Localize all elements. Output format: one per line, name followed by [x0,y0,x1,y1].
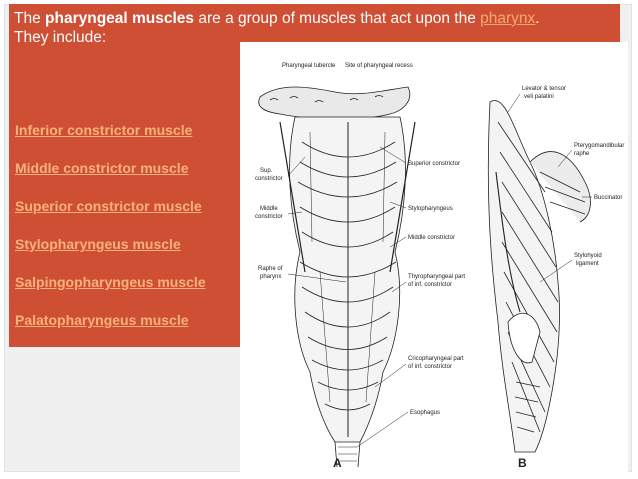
anatomy-illustration: Pharyngeal tubercle Site of pharyngeal r… [255,63,624,470]
leader-lines-b [507,93,592,283]
list-item: Inferior constrictor muscle [15,122,192,140]
label-raphe-2: pharynx [260,274,281,280]
intro-middle: are a group of muscles that act upon the [194,10,481,27]
label-middle-constrictor-1: Middle [260,206,278,212]
stylopharyngeus-link[interactable]: Stylopharyngeus muscle [15,236,181,252]
intro-suffix: . [535,10,540,27]
panel-letter-b: B [518,456,527,470]
label-thyro-2: of inf. constrictor [408,282,452,288]
label-ptery-2: raphe [574,151,590,157]
palatopharyngeus-link[interactable]: Palatopharyngeus muscle [15,312,189,328]
pharynx-link[interactable]: pharynx [480,10,536,27]
list-item: Superior constrictor muscle [15,198,202,216]
label-crico-1: Cricopharyngeal part [408,356,464,362]
label-middle-constrictor: Middle constrictor [408,235,455,241]
panel-letter-a: A [333,456,342,470]
list-item: Palatopharyngeus muscle [15,312,189,330]
intro-bold-term: pharyngeal muscles [45,10,195,27]
label-site-recess: Site of pharyngeal recess [345,63,413,69]
salpingopharyngeus-link[interactable]: Salpingopharyngeus muscle [15,274,206,290]
list-item: Stylopharyngeus muscle [15,236,181,254]
intro-text: The pharyngeal muscles are a group of mu… [14,9,614,47]
label-raphe-1: Raphe of [258,266,283,272]
label-crico-2: of inf. constrictor [408,364,452,370]
label-stylopharyngeus: Stylopharyngeus [408,206,453,212]
superior-constrictor-link[interactable]: Superior constrictor muscle [15,198,202,214]
anatomy-figure: Pharyngeal tubercle Site of pharyngeal r… [240,42,628,475]
intro-prefix: The [14,10,46,27]
label-esophagus: Esophagus [410,410,440,416]
label-stylohyoid-2: ligament [576,261,599,267]
inferior-constrictor-link[interactable]: Inferior constrictor muscle [15,122,193,138]
label-buccinator: Buccinator [594,195,622,201]
intro-line2: They include: [14,29,107,46]
list-item: Middle constrictor muscle [15,160,188,178]
lateral-view-drawing [487,100,591,453]
label-sup-constrictor-2: constrictor [255,176,283,182]
label-sup-constrictor-1: Sup. [260,168,273,174]
label-ptery-1: Pterygomandibular [574,143,624,149]
label-stylohyoid-1: Stylohyoid [574,253,602,259]
middle-constrictor-link[interactable]: Middle constrictor muscle [15,160,189,176]
text-panel [9,4,240,347]
label-superior-constrictor: Superior constrictor [408,161,460,167]
label-pharyngeal-tubercle: Pharyngeal tubercle [282,63,336,69]
label-levator-1: Levator & tensor [522,86,566,92]
list-item: Salpingopharyngeus muscle [15,274,206,292]
label-thyro-1: Thyropharyngeal part [408,274,465,280]
label-levator-2: veli palatini [524,94,554,100]
leader-lines-a [287,146,409,448]
header-band [9,4,620,42]
posterior-view-drawing [258,86,416,468]
label-middle-constrictor-2: constrictor [255,214,283,220]
